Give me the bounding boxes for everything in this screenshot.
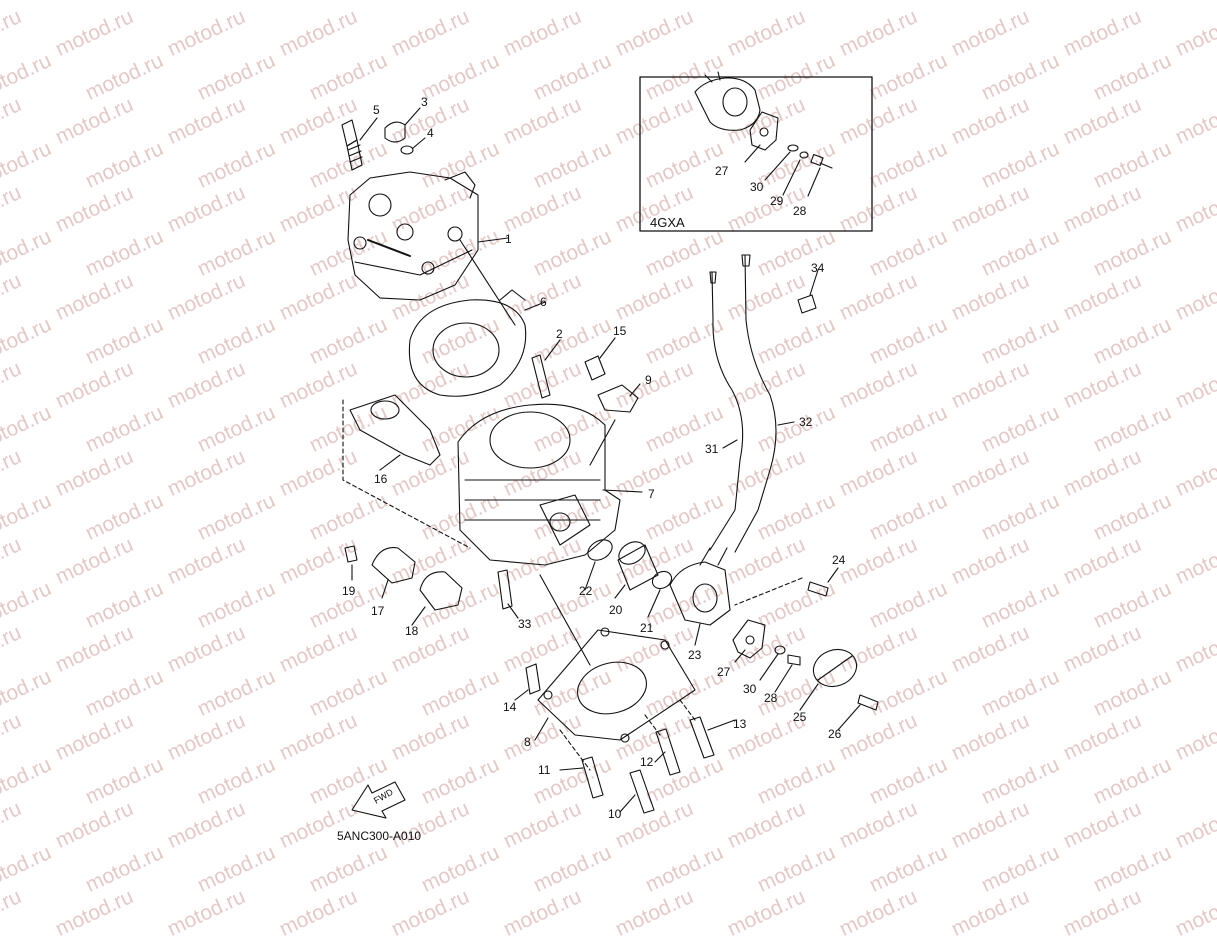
callout-number: 26: [828, 727, 842, 741]
callout-number: 30: [743, 682, 757, 696]
inset-label: 4GXA: [650, 215, 685, 230]
callout-number: 11: [538, 763, 551, 777]
callout-number: 28: [764, 691, 778, 705]
inset-holder-icon: [694, 71, 761, 131]
stud-icon: [629, 769, 655, 814]
callout-number: 20: [609, 603, 623, 617]
stud-icon: [689, 716, 715, 759]
callout-number: 6: [540, 295, 547, 309]
callout-number: 2: [556, 327, 563, 341]
clip-icon: [597, 384, 639, 413]
fwd-arrow-icon: [351, 781, 406, 819]
cylinder-head-icon: [347, 171, 479, 301]
callout-number: 5: [373, 103, 380, 117]
callout-number: 30: [750, 180, 764, 194]
bolt-icon: [787, 654, 801, 666]
callout-number: 27: [717, 665, 731, 679]
callout-number: 33: [518, 617, 532, 631]
spark-plug-icon: [341, 119, 363, 171]
callout-number: 10: [608, 807, 622, 821]
inset-washer-30-icon: [787, 144, 799, 152]
stud-icon: [497, 569, 513, 610]
callout-number: 31: [705, 442, 719, 456]
holder-icon: [669, 547, 731, 626]
callout-number: 25: [793, 710, 807, 724]
inset-box: [639, 76, 873, 232]
gasket-icon: [419, 571, 463, 611]
callout-number: 15: [613, 324, 627, 338]
callout-number: 3: [421, 95, 428, 109]
callout-number: 17: [371, 604, 385, 618]
inset-plate-icon: [749, 111, 779, 151]
callout-number: 1: [505, 232, 512, 246]
throttle-cable-icon: [709, 271, 744, 551]
callout-number: 13: [733, 717, 747, 731]
stud-icon: [655, 728, 681, 776]
callout-number: 4: [427, 126, 434, 140]
valve-cover-icon: [371, 547, 416, 584]
callout-number: 23: [688, 648, 702, 662]
callout-number: 19: [342, 584, 356, 598]
plate-icon: [732, 619, 766, 659]
plug-icon: [584, 355, 606, 381]
callout-number: 8: [524, 735, 531, 749]
power-valve-icon: [349, 394, 441, 466]
washer-icon: [400, 145, 414, 155]
callout-number: 7: [648, 487, 655, 501]
callout-number: 21: [640, 621, 654, 635]
callout-number: 28: [793, 204, 807, 218]
throttle-cable-icon: [734, 254, 777, 553]
bolt-icon: [807, 581, 829, 597]
cap-icon: [384, 121, 406, 143]
callout-number: 22: [579, 584, 593, 598]
intake-spacer-icon: [617, 541, 659, 591]
callout-number: 14: [503, 700, 517, 714]
base-gasket-icon: [537, 627, 696, 743]
inset-washer-29-icon: [799, 151, 809, 159]
callout-number: 18: [405, 624, 419, 638]
cylinder-icon: [457, 403, 621, 566]
callout-number: 34: [811, 261, 825, 275]
callout-number: 27: [715, 164, 729, 178]
inset-bolt-28-icon: [810, 153, 833, 169]
o-ring-icon: [587, 539, 613, 561]
dowel-pin-icon: [525, 663, 541, 695]
figure-code: 5ANC300-A010: [337, 829, 422, 843]
callout-number: 9: [645, 373, 652, 387]
stud-icon: [581, 756, 604, 799]
bolt-icon: [344, 545, 358, 563]
callout-number: 32: [799, 415, 813, 429]
stud-icon: [531, 354, 551, 399]
callout-number: 12: [640, 755, 654, 769]
head-gasket-icon: [408, 289, 527, 397]
bolt-icon: [857, 694, 879, 711]
callout-number: 29: [770, 194, 784, 208]
clamp-icon: [797, 294, 817, 314]
callout-number: 16: [374, 472, 388, 486]
diagram-artwork: FWD: [341, 71, 879, 819]
ring-icon: [651, 570, 673, 590]
cover-icon: [812, 648, 858, 688]
callout-number: 24: [832, 553, 846, 567]
washer-icon: [774, 645, 786, 655]
